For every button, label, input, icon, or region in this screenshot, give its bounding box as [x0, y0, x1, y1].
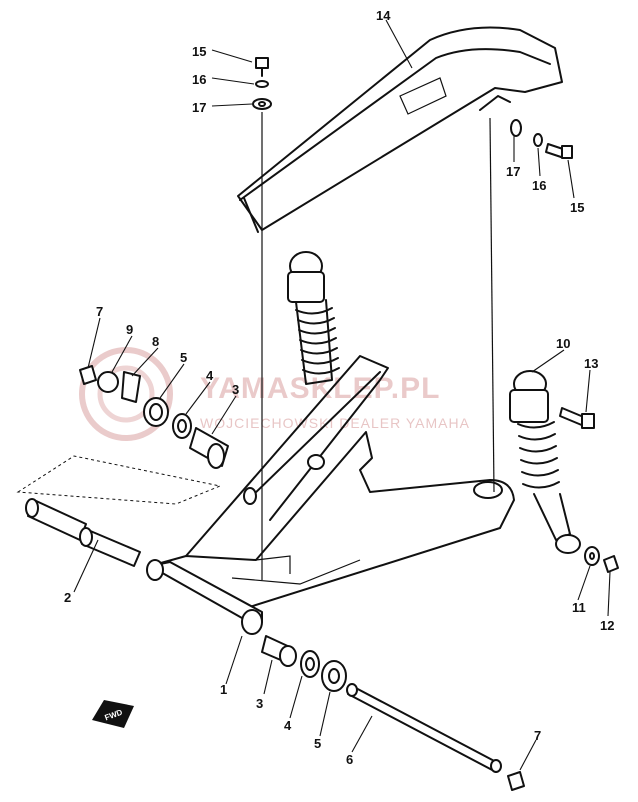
callout-15-top: 15	[192, 44, 206, 59]
callout-14: 14	[376, 8, 391, 23]
bushing-set	[25, 498, 141, 567]
fasteners-shock	[559, 407, 619, 573]
fasteners-right	[510, 119, 573, 159]
callout-15-right: 15	[570, 200, 584, 215]
callout-6: 6	[346, 752, 353, 767]
callout-2: 2	[64, 590, 71, 605]
chain-case	[237, 26, 563, 233]
callout-17-top: 17	[192, 100, 206, 115]
watermark-subtitle: WOJCIECHOWSKI DEALER YAMAHA	[200, 415, 470, 431]
callout-5-lower: 5	[314, 736, 321, 751]
swingarm	[146, 355, 515, 635]
callout-1: 1	[220, 682, 227, 697]
callout-7-lower: 7	[534, 728, 541, 743]
pivot-parts-lower	[261, 635, 525, 791]
callout-5-upper: 5	[180, 350, 187, 365]
callout-10: 10	[556, 336, 570, 351]
leader-lines	[73, 19, 611, 771]
callout-4-upper: 4	[206, 368, 214, 383]
callout-4-lower: 4	[284, 718, 292, 733]
callout-16-top: 16	[192, 72, 206, 87]
callout-13: 13	[584, 356, 598, 371]
rear-shock-left	[287, 251, 340, 385]
bushing-group-outline	[16, 455, 222, 505]
watermark-logo	[79, 347, 173, 441]
callout-7-upper: 7	[96, 304, 103, 319]
callout-17-right: 17	[506, 164, 520, 179]
callouts: 14 15 16 17 17 16 15 7 9 8 5 4 3 10 13 2…	[64, 8, 614, 767]
callout-11: 11	[572, 600, 586, 615]
callout-12: 12	[600, 618, 614, 633]
alignment-lines	[261, 112, 495, 580]
rear-shock-right	[509, 370, 581, 554]
fasteners-top-left	[252, 57, 272, 110]
fwd-arrow-icon: FWD	[92, 700, 134, 728]
callout-3-upper: 3	[232, 382, 239, 397]
callout-16-right: 16	[532, 178, 546, 193]
watermark-brand: YAMASKLEP.PL	[200, 372, 440, 405]
callout-9: 9	[126, 322, 133, 337]
callout-3-lower: 3	[256, 696, 263, 711]
watermark: YAMASKLEP.PL WOJCIECHOWSKI DEALER YAMAHA	[79, 347, 470, 441]
callout-8: 8	[152, 334, 159, 349]
pivot-parts-upper	[79, 365, 229, 469]
